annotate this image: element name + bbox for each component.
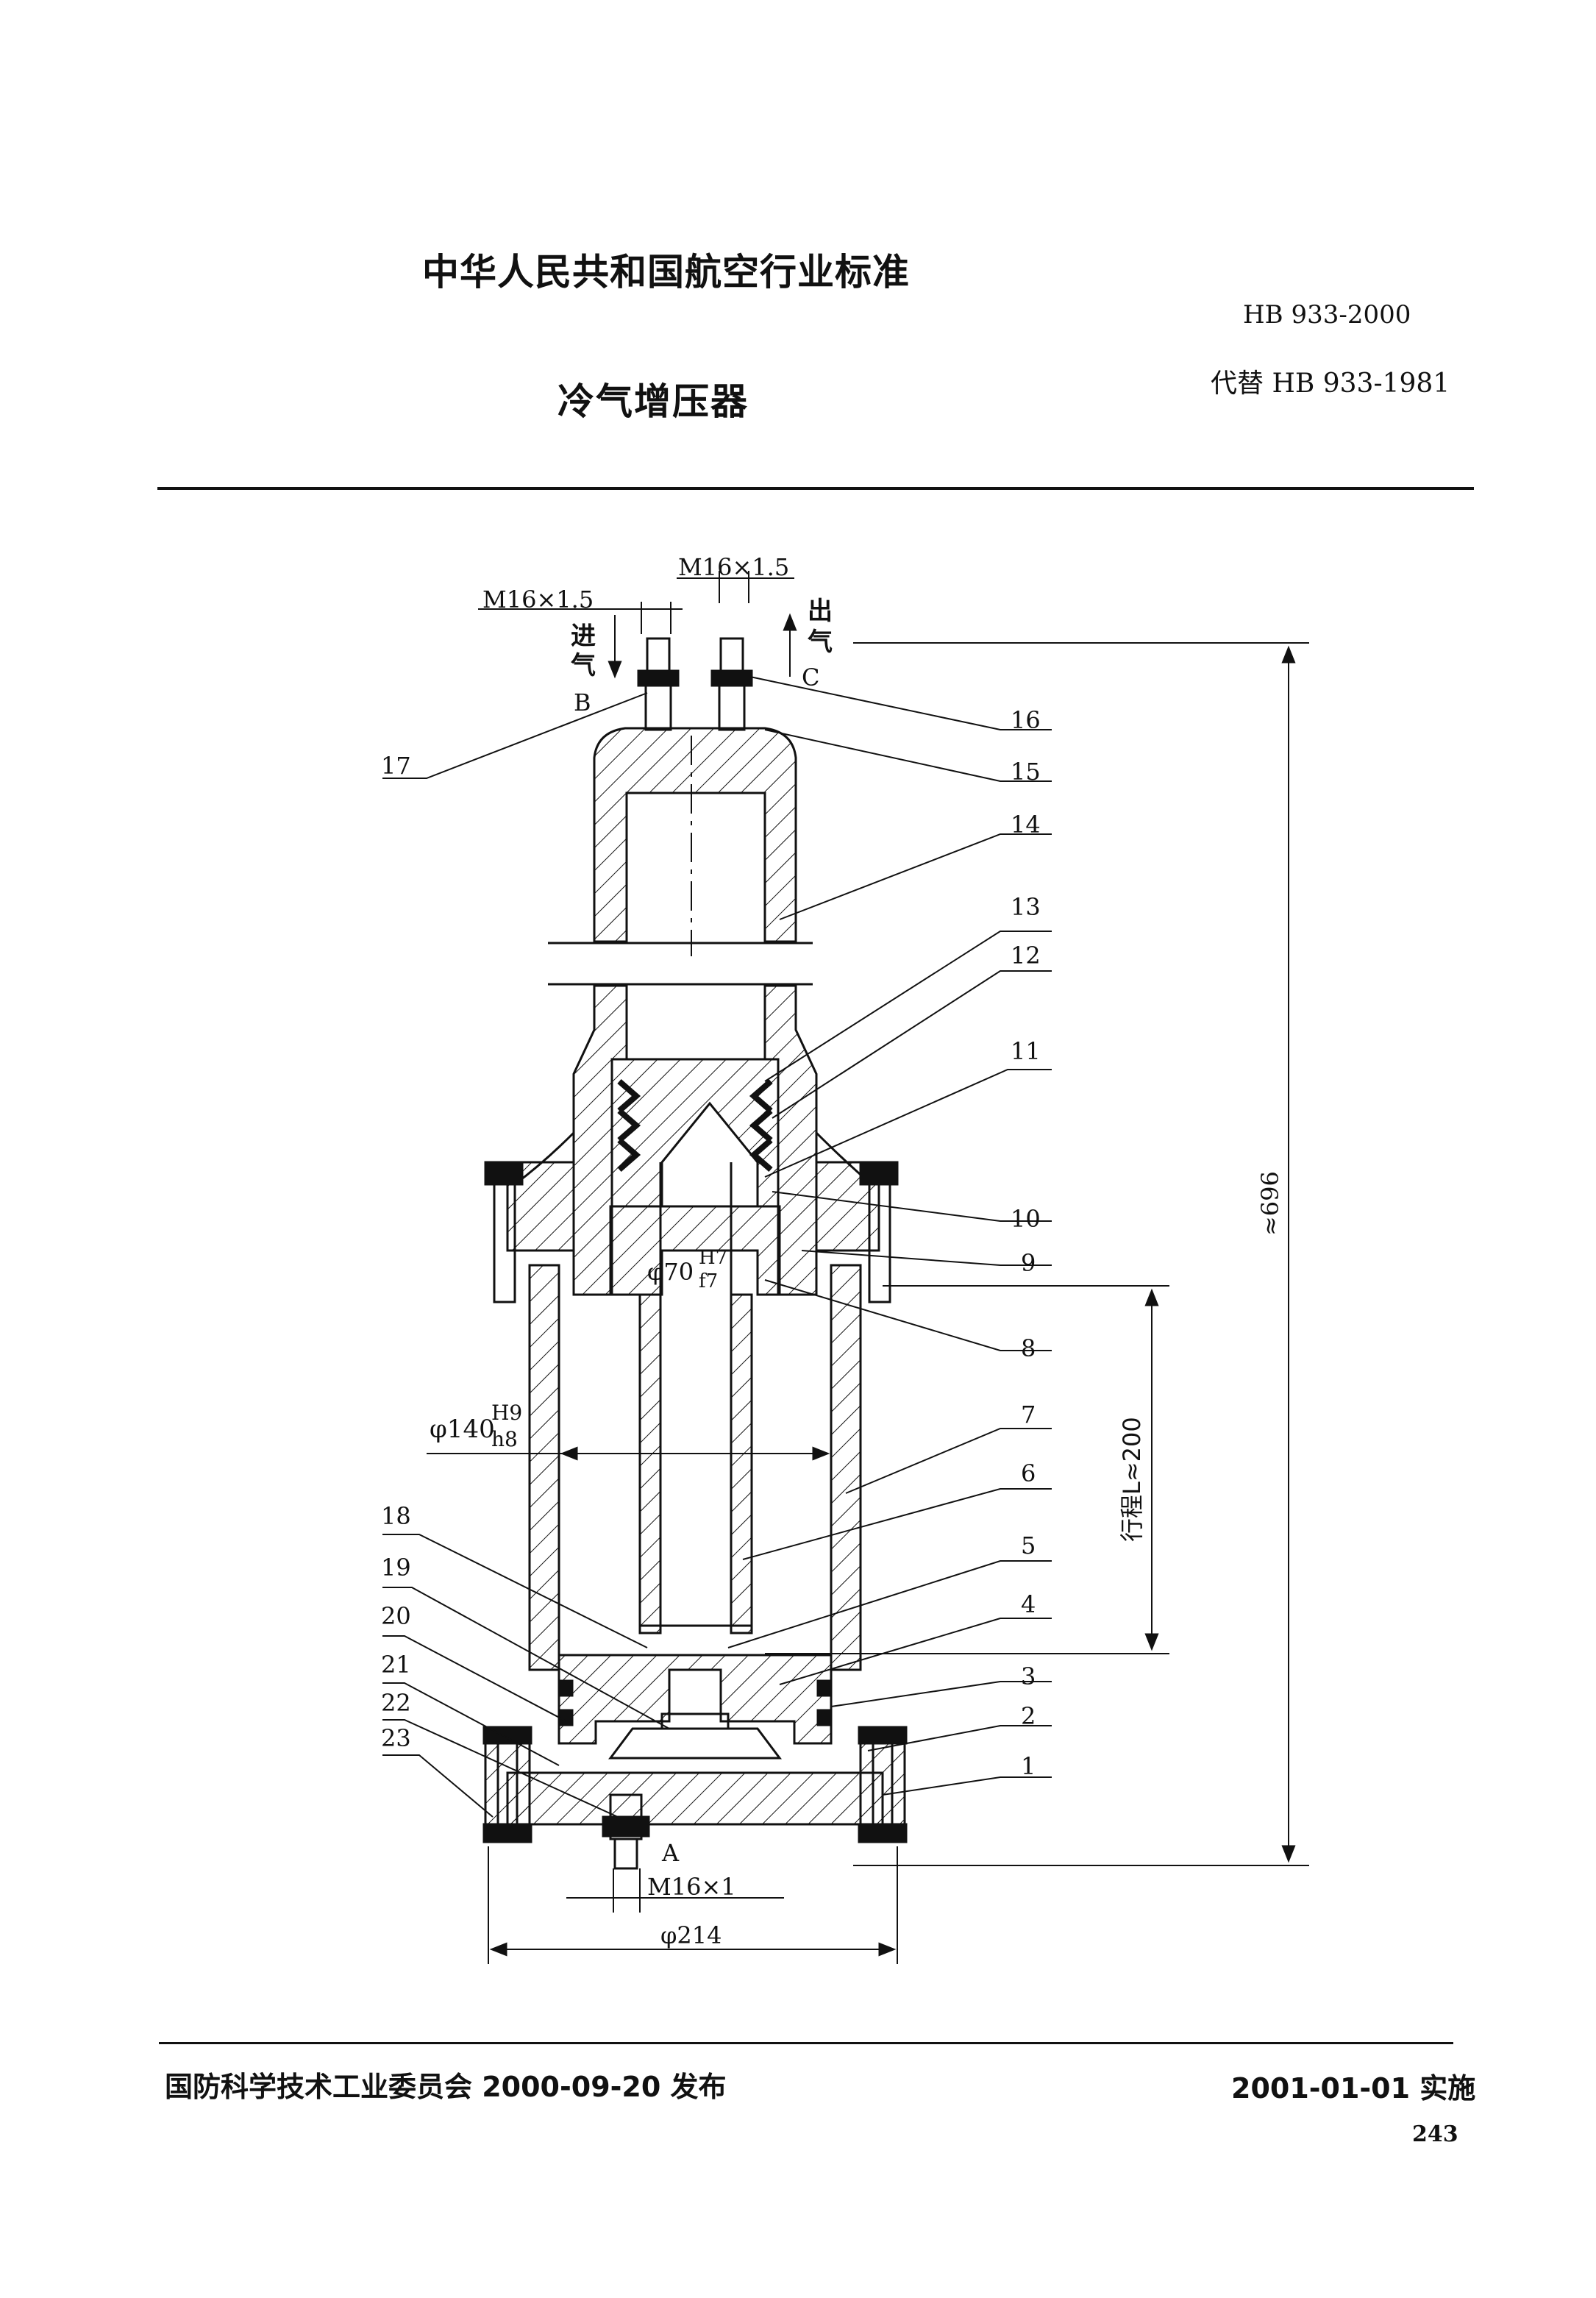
part-number-20: 20	[381, 1602, 411, 1630]
port-b-label: B	[574, 689, 591, 716]
outlet-label-2: 气	[807, 627, 833, 657]
document-title: 冷气增压器	[557, 380, 749, 423]
part-number-15: 15	[1011, 758, 1041, 786]
drawing-body	[482, 637, 908, 1870]
part-number-13: 13	[1011, 893, 1041, 921]
thread-label-c: M16×1.5	[678, 553, 789, 581]
part-number-17: 17	[381, 752, 411, 780]
page-number: 243	[1412, 2121, 1458, 2147]
inlet-label-2: 气	[570, 651, 596, 680]
cylinder-diameter: φ140	[430, 1415, 495, 1444]
part-number-23: 23	[381, 1724, 411, 1752]
part-number-8: 8	[1021, 1334, 1036, 1362]
part-number-10: 10	[1011, 1205, 1041, 1233]
issuer-date: 国防科学技术工业委员会 2000-09-20 发布	[165, 2071, 727, 2103]
footer-rule	[159, 2042, 1453, 2044]
rod-diameter: φ70	[647, 1258, 694, 1286]
part-number-5: 5	[1021, 1532, 1036, 1559]
part-number-18: 18	[381, 1502, 411, 1530]
standard-code: HB 933-2000	[1243, 300, 1411, 330]
cylinder-tol-lower: h8	[491, 1427, 518, 1451]
replaces-standard: 代替 HB 933-1981	[1211, 369, 1450, 399]
part-number-14: 14	[1011, 811, 1041, 839]
inlet-label: 进	[571, 622, 596, 651]
part-number-22: 22	[381, 1689, 411, 1717]
port-a-label: A	[661, 1839, 680, 1867]
outlet-label: 出	[808, 597, 833, 626]
rod-tol-upper: H7	[699, 1247, 727, 1269]
part-number-16: 16	[1011, 706, 1041, 734]
part-number-7: 7	[1021, 1401, 1036, 1429]
header-rule	[157, 487, 1474, 490]
part-number-4: 4	[1021, 1590, 1036, 1618]
part-number-callouts: 16 15 14 13 12 11 10 9 8 7 6 5 4 3 2 1 1…	[381, 706, 1041, 1780]
part-number-21: 21	[381, 1651, 411, 1679]
rod-tol-lower: f7	[699, 1270, 718, 1292]
part-number-6: 6	[1021, 1459, 1036, 1487]
part-number-19: 19	[381, 1554, 411, 1582]
part-number-1: 1	[1021, 1752, 1036, 1780]
dimension-lines	[382, 571, 1309, 1964]
part-number-2: 2	[1021, 1702, 1036, 1730]
part-number-12: 12	[1011, 942, 1041, 970]
stroke-dimension: 行程L≈200	[1118, 1417, 1146, 1542]
thread-label-b: M16×1.5	[482, 586, 594, 613]
part-number-9: 9	[1021, 1249, 1036, 1277]
cylinder-tol-upper: H9	[491, 1401, 522, 1425]
implementation-date: 2001-01-01 实施	[1231, 2072, 1476, 2105]
part-number-3: 3	[1021, 1662, 1036, 1690]
thread-label-a: M16×1	[647, 1873, 736, 1901]
port-c-label: C	[802, 664, 819, 691]
standard-body-title: 中华人民共和国航空行业标准	[422, 251, 910, 294]
overall-height-dimension: ≈696	[1256, 1171, 1284, 1236]
part-number-11: 11	[1011, 1037, 1041, 1065]
base-diameter: φ214	[660, 1921, 722, 1949]
